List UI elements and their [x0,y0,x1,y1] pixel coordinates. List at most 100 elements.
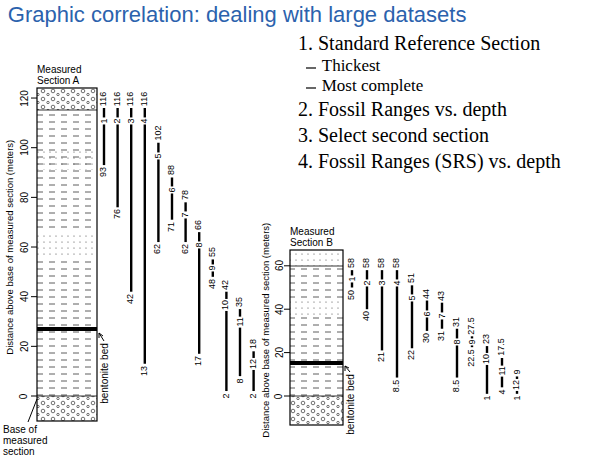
species-number: 11 [235,316,245,327]
range-top: 66 [194,220,204,230]
range-top: 51 [407,273,417,283]
range-top: 17.5 [497,338,507,356]
tick-label: 0 [18,393,29,399]
bentonite-bed [37,327,97,331]
range-top: 58 [392,258,402,268]
bed-boundary [37,396,97,397]
sand-bed [37,232,97,256]
species-number: 5 [407,295,417,302]
range-bottom: 22.5 [467,349,477,367]
shale-fill [37,110,97,396]
tick-label: 60 [19,241,30,252]
list-dash [306,87,316,88]
species-number: 6 [422,310,432,317]
range-bottom: 22 [407,350,417,360]
list-item: 3. Select second section [298,124,598,147]
range-bar [456,329,458,378]
range-bottom: 31 [437,331,447,341]
axis-title: Distance above base of measured section … [5,140,15,355]
range-bar [171,177,173,219]
range-top: 58 [362,258,372,268]
range-bottom: 71 [167,222,177,232]
range-bottom: 8.5 [392,380,402,393]
list-item: 4. Fossil Ranges (SRS) vs. depth [298,150,588,173]
species-number: 7 [181,212,191,219]
species-number: 1 [99,117,109,124]
species-number: 5 [153,152,163,159]
species-number: 3 [377,280,387,287]
tick-label: 40 [274,304,285,315]
range-bottom: 8.5 [452,380,462,393]
tick-label: 120 [18,90,29,107]
list-item: 2. Fossil Ranges vs. depth [298,98,598,121]
range-top: 23 [482,334,492,344]
range-bottom: 48 [208,279,218,289]
tick-mark [31,346,37,347]
list-item: 1. Standard Reference Section [298,32,598,55]
range-bar [144,108,146,364]
range-top: 78 [181,190,191,200]
range-bottom: 1 [482,396,492,401]
conglomerate [290,396,343,425]
tick-mark [31,98,37,99]
tick-mark [31,247,37,248]
range-bottom: 30 [422,333,432,343]
range-bottom: 2 [249,393,259,398]
column-b [290,250,350,425]
shale-fill [290,266,343,396]
sandstone [290,250,343,266]
species-number: 2 [113,117,123,124]
tick-label: 60 [274,260,285,271]
range-top: 102 [153,126,163,141]
range-top: 116 [126,92,136,106]
section-name: Measured Section A [37,64,99,86]
range-bottom: 4 [497,389,507,394]
range-top: 58 [377,258,387,268]
species-number: 12 [249,358,259,370]
species-number: 4 [140,117,150,124]
tick-mark [284,396,290,397]
species-number: 9 [208,265,218,272]
conglomerate [37,88,97,110]
range-bottom: 62 [181,244,191,254]
range-top: 18 [249,339,259,349]
species-number: 8 [452,338,462,345]
range-top: 88 [167,165,177,175]
tick-mark [31,396,37,397]
sand-bed [290,300,343,316]
range-top: 42 [221,280,231,290]
sand-bed [37,232,97,256]
tick-label: 0 [273,393,284,399]
species-number: 12 [512,379,522,391]
slide-title: Graphic correlation: dealing with large … [8,3,467,27]
range-bottom: 2 [221,393,231,398]
species-number: 9 [467,338,477,345]
tick-mark [31,147,37,148]
leader-line [28,399,37,422]
list-subitem: Most complete [322,77,424,96]
column-a [28,88,104,422]
range-top: 27.5 [467,317,477,335]
list-dash [306,67,316,68]
species-number: 8 [194,242,204,249]
tick-mark [284,265,290,266]
species-number: 3 [126,117,136,124]
species-number: 11 [497,365,507,376]
range-top: 44 [422,288,432,298]
tick-label: 20 [274,347,285,358]
bed-boundary [290,396,343,397]
bentonite-label: bentonite bed [98,343,109,404]
range-top: 43 [437,291,447,301]
section-name: Measured Section B [290,226,352,248]
base-label: Base of measured section [3,424,55,457]
list-subitem: Thickest [322,57,381,76]
bed-boundary [37,110,97,111]
range-bottom: 93 [99,167,109,177]
arrowhead [99,333,103,338]
range-bar [198,232,200,354]
tick-label: 40 [19,291,30,302]
range-bottom: 13 [140,366,150,376]
leader-line [345,366,350,372]
tick-mark [284,352,290,353]
